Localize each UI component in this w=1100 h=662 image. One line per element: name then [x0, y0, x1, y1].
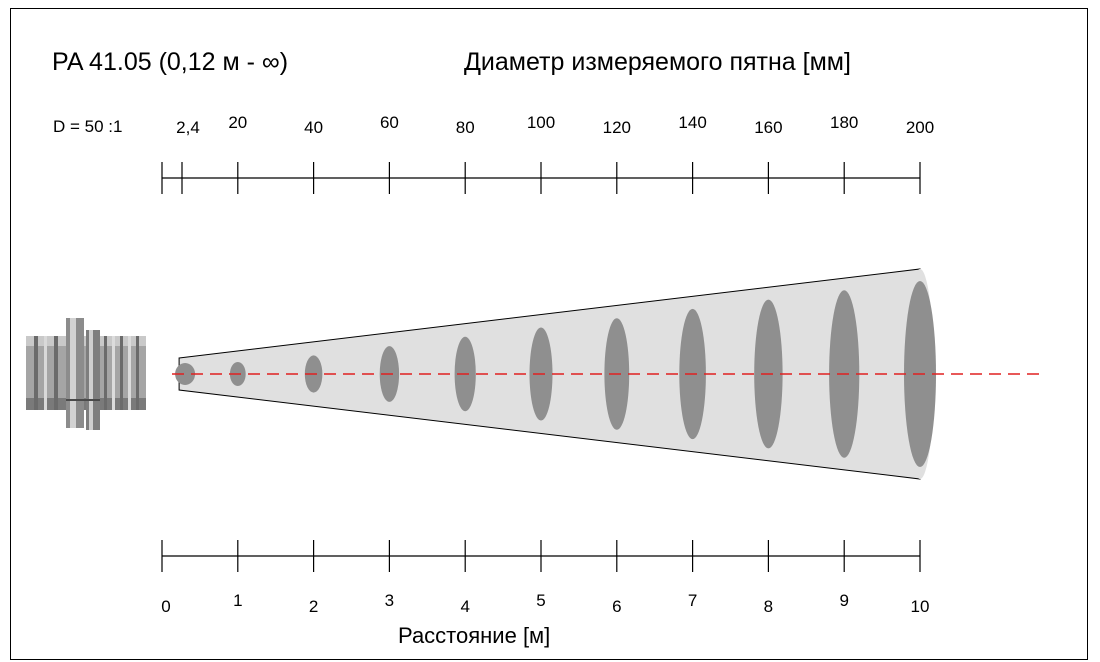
distance-tick-label: 1 [233, 591, 242, 610]
diameter-tick-label: 120 [603, 118, 631, 137]
diameter-tick-label: 160 [754, 118, 782, 137]
sensor-model-title: PA 41.05 (0,12 м - ∞) [52, 48, 289, 76]
distance-tick-label: 0 [161, 597, 170, 616]
diameter-tick-label: 180 [830, 113, 858, 132]
distance-tick-label: 10 [911, 597, 930, 616]
distance-tick-label: 2 [309, 597, 318, 616]
diameter-tick-label: 20 [228, 113, 247, 132]
diameter-tick-label: 60 [380, 113, 399, 132]
diameter-tick-label: 140 [678, 113, 706, 132]
distance-scale: 0 1 2 3 4 5 6 7 8 9 10 [161, 540, 929, 616]
spot-diameter-scale: 2,4 20 40 60 80 100 120 140 160 180 200 [161, 113, 934, 194]
distance-tick-label: 4 [460, 597, 469, 616]
spot-diameter-title: Диаметр измеряемого пятна [мм] [464, 48, 851, 76]
optical-ratio-label: D = 50 :1 [53, 117, 123, 136]
distance-tick-label: 7 [688, 591, 697, 610]
diameter-tick-label: 2,4 [176, 118, 200, 137]
infrared-sensor-icon [26, 318, 146, 430]
measurement-spot [175, 363, 196, 385]
diameter-tick-label: 100 [527, 113, 555, 132]
distance-axis-title: Расстояние [м] [398, 623, 551, 648]
distance-tick-label: 6 [612, 597, 621, 616]
distance-tick-label: 5 [536, 591, 545, 610]
distance-tick-label: 9 [839, 591, 848, 610]
diameter-tick-label: 80 [456, 118, 475, 137]
distance-tick-label: 8 [764, 597, 773, 616]
distance-tick-label: 3 [385, 591, 394, 610]
diameter-tick-label: 200 [906, 118, 934, 137]
diameter-tick-label: 40 [304, 118, 323, 137]
